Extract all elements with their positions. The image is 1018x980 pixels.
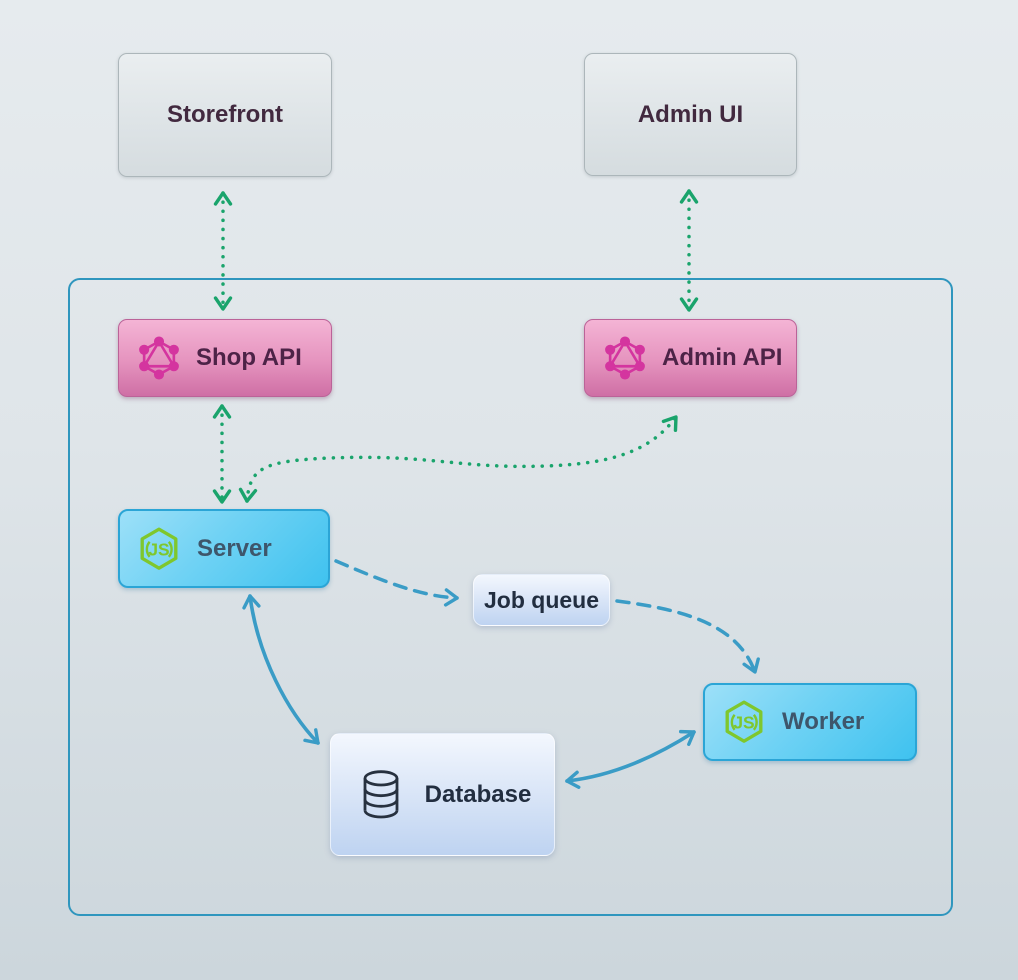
node-database: Database [330,733,555,856]
nodejs-icon: JS [720,698,768,746]
job-queue-label: Job queue [483,586,599,613]
svg-text:JS: JS [148,539,169,559]
nodejs-icon: JS [135,525,183,573]
admin-ui-label: Admin UI [637,100,744,128]
node-storefront: Storefront [118,53,332,177]
graphql-icon [603,336,647,380]
graphql-icon [137,336,181,380]
storefront-label: Storefront [167,101,283,128]
node-shop-api: Shop API [118,319,332,397]
svg-text:JS: JS [733,712,754,732]
server-boundary-box [68,278,953,916]
node-server: JS Server [118,509,330,588]
node-worker: JS Worker [703,683,917,761]
shop-api-label: Shop API [196,344,302,371]
node-admin-ui: Admin UI [584,53,797,176]
database-label: Database [424,780,532,808]
node-job-queue: Job queue [473,574,610,626]
node-admin-api: Admin API [584,319,797,397]
admin-api-label: Admin API [662,344,783,371]
server-label: Server [197,534,272,562]
database-icon [354,767,408,823]
worker-label: Worker [782,708,865,735]
